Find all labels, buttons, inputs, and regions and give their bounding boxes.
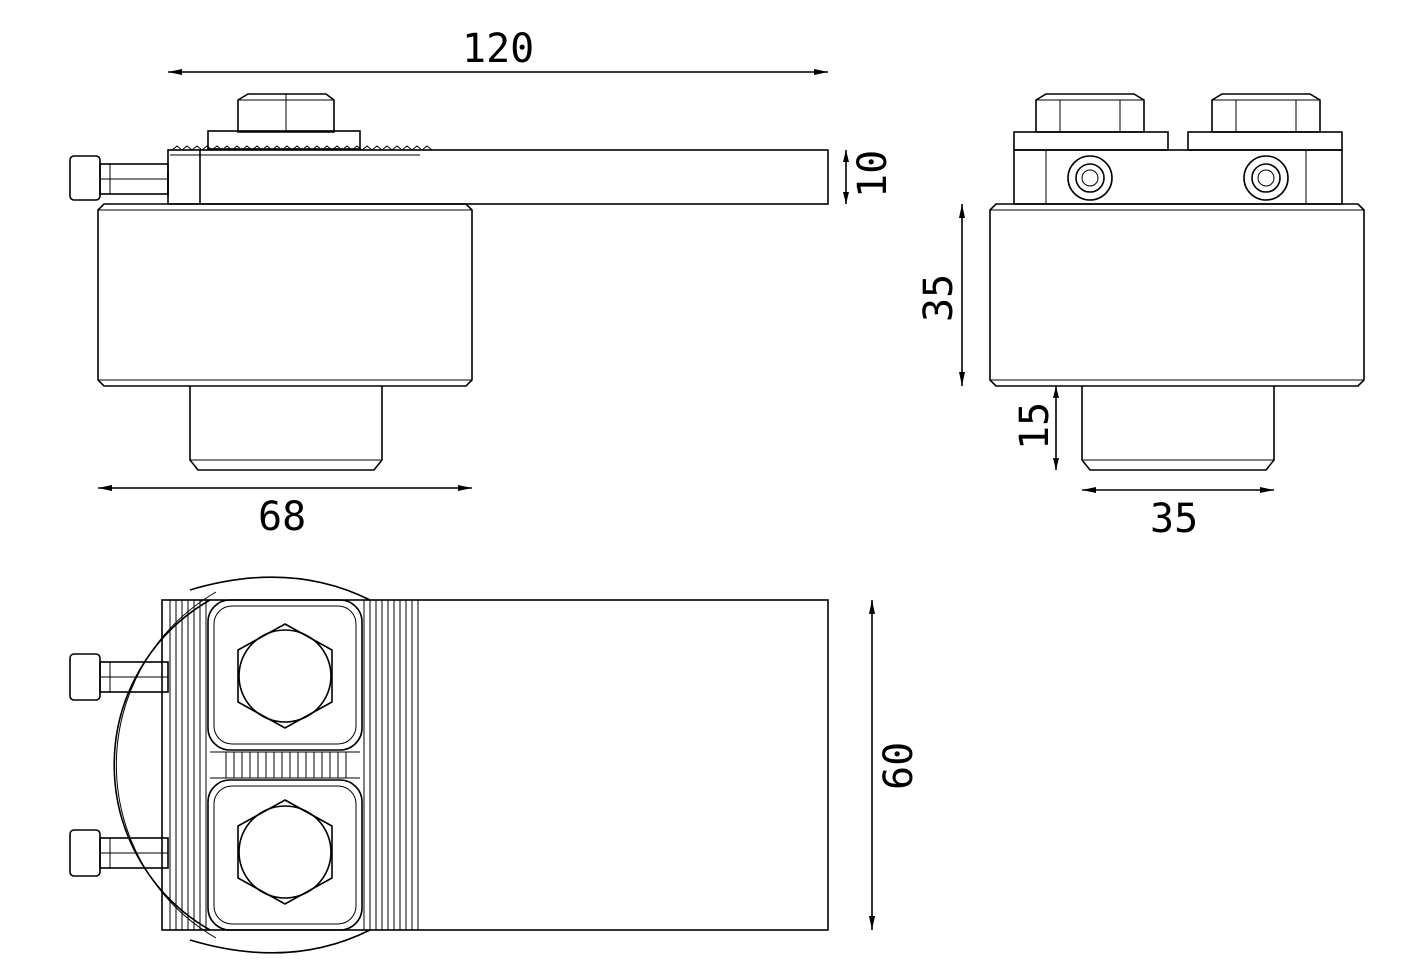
front-arm: [167, 145, 829, 205]
dimension-label-35-horizontal: 35: [1150, 496, 1198, 542]
front-shank: [189, 386, 383, 471]
front-main-block: [97, 203, 473, 387]
dimension-label-15: 15: [1012, 402, 1058, 450]
dimension-shank-length: 15: [1012, 386, 1059, 470]
dimension-overall-length: 120: [168, 26, 828, 75]
plan-serrations-left: [169, 600, 207, 930]
side-clamp-body: [1013, 149, 1343, 205]
side-shank: [1081, 386, 1275, 471]
side-bolt-head-left: [1035, 93, 1145, 133]
dimension-block-width: 68: [98, 485, 472, 540]
side-view: [989, 93, 1365, 471]
side-bolt-head-right: [1211, 93, 1321, 133]
dimension-label-68: 68: [258, 494, 306, 540]
dimension-shank-width: 35: [1082, 487, 1274, 542]
plan-serrations-right: [363, 600, 419, 930]
front-side-screw: [69, 155, 169, 201]
dimension-plan-width: 60: [869, 600, 922, 930]
dimension-label-120: 120: [462, 26, 534, 72]
plan-bolt-bottom: [237, 799, 333, 905]
front-bolt-head: [207, 93, 361, 150]
front-view: [69, 93, 829, 471]
plan-bolt-top: [237, 623, 333, 729]
side-main-block: [989, 203, 1365, 387]
plan-serrations-middle: [210, 751, 360, 779]
dimension-arm-thickness: 10: [843, 150, 896, 204]
dimension-block-height: 35: [916, 204, 965, 386]
plan-side-screw-top: [69, 653, 169, 701]
plan-side-screw-bottom: [69, 829, 169, 877]
dimension-label-60: 60: [876, 742, 922, 790]
dimension-label-10: 10: [850, 150, 896, 198]
dimension-label-35-vertical: 35: [916, 274, 962, 322]
plan-view: [69, 576, 829, 954]
